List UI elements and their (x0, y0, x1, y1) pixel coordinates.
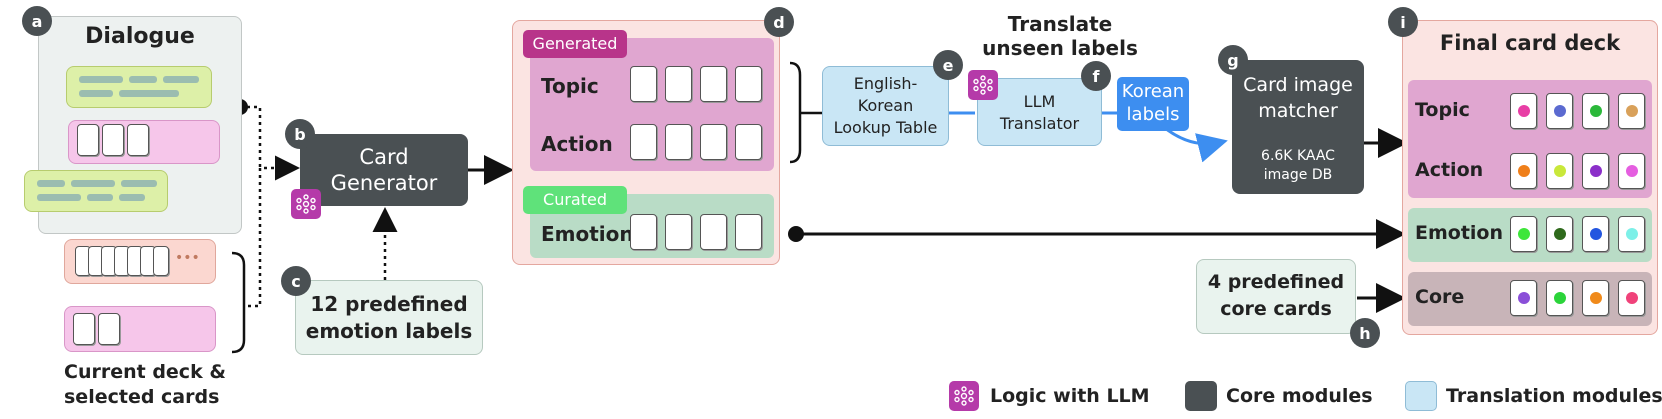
card-color-dot (1590, 228, 1602, 240)
core-cards-box: 4 predefined core cards (1196, 259, 1356, 334)
action-card (700, 124, 727, 160)
emotion-labels-line2: emotion labels (305, 319, 473, 343)
final-deck-card (1510, 216, 1537, 252)
card-color-dot (1590, 105, 1602, 117)
card-color-dot (1554, 105, 1566, 117)
korean-labels-tag: Korean labels (1117, 77, 1189, 131)
card-color-dot (1554, 228, 1566, 240)
translate-caption: Translate unseen labels (982, 12, 1138, 60)
legend-core-swatch (1185, 381, 1217, 411)
more-cards-ellipsis: ••• (175, 250, 200, 266)
card-color-dot (1626, 292, 1638, 304)
card-color-dot (1626, 228, 1638, 240)
card-color-dot (1518, 165, 1530, 177)
emotion-labels-line1: 12 predefined (310, 292, 468, 316)
emotion-card (630, 214, 657, 250)
chat-bubble-1 (66, 66, 212, 108)
badge-i: i (1388, 7, 1418, 37)
final-deck-card (1546, 216, 1573, 252)
final-deck-card (1618, 280, 1645, 316)
action-card (630, 124, 657, 160)
card-color-dot (1590, 165, 1602, 177)
emotion-label: Emotion (541, 222, 634, 246)
final-row-label: Emotion (1415, 222, 1504, 244)
badge-h: h (1350, 318, 1380, 348)
current-deck-box: ••• (64, 239, 216, 284)
final-row-label: Action (1415, 159, 1484, 181)
card-color-dot (1554, 165, 1566, 177)
topic-card (630, 66, 657, 102)
final-deck-card (1618, 216, 1645, 252)
card-color-dot (1590, 292, 1602, 304)
legend-llm-label: Logic with LLM (990, 385, 1150, 407)
image-db-label: 6.6K KAAC image DB (1261, 148, 1335, 183)
badge-d: d (764, 7, 794, 37)
legend-llm-icon (949, 381, 979, 411)
final-deck-card (1618, 153, 1645, 189)
generated-bracket (789, 61, 802, 164)
badge-c: c (281, 266, 311, 296)
legend-translation-swatch (1405, 381, 1437, 411)
final-deck-card (1582, 153, 1609, 189)
card-generator-line2: Generator (330, 171, 438, 195)
final-deck-card (1546, 153, 1573, 189)
bubble-card (102, 124, 124, 156)
final-deck-card (1510, 153, 1537, 189)
final-deck-card (1510, 93, 1537, 129)
chat-bubble-cards (68, 120, 220, 164)
final-row-label: Core (1415, 286, 1465, 308)
final-deck-card (1618, 93, 1645, 129)
topic-card (665, 66, 692, 102)
badge-e: e (933, 50, 963, 80)
topic-card (735, 66, 762, 102)
final-deck-card (1582, 216, 1609, 252)
bubble-card (127, 124, 149, 156)
topic-card (700, 66, 727, 102)
card-color-dot (1626, 165, 1638, 177)
bubble-card (77, 124, 99, 156)
card-generator-line1: Card (359, 145, 409, 169)
generated-tag: Generated (523, 30, 627, 58)
current-deck-caption: Current deck & selected cards (64, 361, 226, 408)
badge-b: b (285, 119, 315, 149)
action-card (735, 124, 762, 160)
legend-core-label: Core modules (1226, 385, 1373, 407)
deck-bracket (231, 251, 246, 354)
topic-label: Topic (541, 74, 599, 98)
emotion-card (735, 214, 762, 250)
final-deck-card (1510, 280, 1537, 316)
card-color-dot (1626, 105, 1638, 117)
emotion-card (700, 214, 727, 250)
final-deck-card (1546, 280, 1573, 316)
card-image-matcher-module: Card image matcher 6.6K KAAC image DB (1232, 60, 1364, 194)
badge-f: f (1081, 61, 1111, 91)
card-color-dot (1518, 105, 1530, 117)
chat-bubble-2 (24, 170, 168, 212)
final-deck-card (1546, 93, 1573, 129)
card-generator-module: Card Generator (300, 134, 468, 206)
emotion-labels-box: 12 predefined emotion labels (295, 280, 483, 355)
curated-tag: Curated (523, 186, 627, 214)
emotion-card (665, 214, 692, 250)
selected-cards-box (64, 306, 216, 352)
llm-icon (291, 189, 321, 219)
final-row-label: Topic (1415, 99, 1470, 121)
card-color-dot (1518, 292, 1530, 304)
dialogue-title: Dialogue (85, 24, 195, 49)
badge-g: g (1218, 45, 1248, 75)
final-deck-card (1582, 93, 1609, 129)
final-deck-title: Final card deck (1439, 31, 1621, 55)
action-label: Action (541, 132, 613, 156)
badge-a: a (22, 6, 52, 36)
dialogue-connector (240, 105, 262, 168)
final-deck-card (1582, 280, 1609, 316)
legend-translation-label: Translation modules (1446, 385, 1662, 407)
llm-icon (968, 70, 998, 100)
action-card (665, 124, 692, 160)
lookup-table-module: English- Korean Lookup Table (822, 66, 949, 146)
card-color-dot (1518, 228, 1530, 240)
card-color-dot (1554, 292, 1566, 304)
